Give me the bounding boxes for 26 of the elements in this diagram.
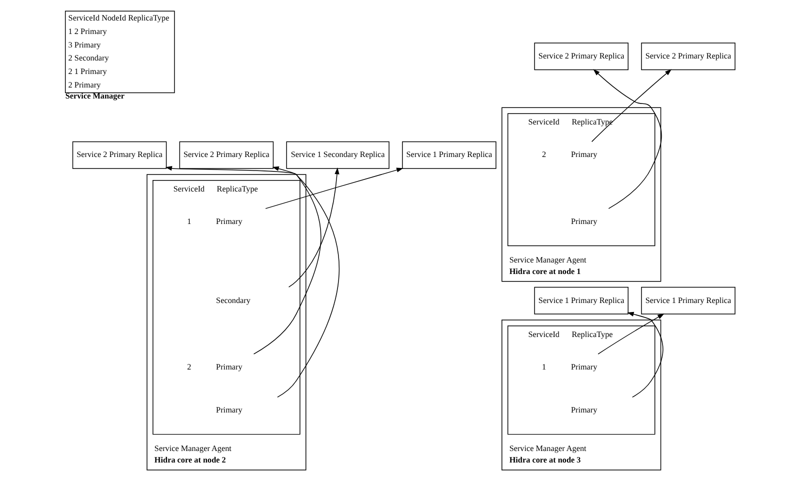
node-text: Secondary xyxy=(216,296,250,305)
arrow xyxy=(288,168,339,288)
arrow xyxy=(264,168,403,209)
node-text: Primary xyxy=(570,406,597,415)
node-text: 2 Primary xyxy=(541,150,597,160)
node-box: Service 2 Primary Replica xyxy=(178,141,274,169)
node-box: ServiceId NodeId ReplicaType 1 2 Primary 3 Primary 2 Secondary 2 1 Primary 2 Primary xyxy=(64,10,174,94)
node-text: 2 Primary xyxy=(186,362,242,372)
node-text: 1 Primary xyxy=(541,362,597,372)
node-box: Service 1 Primary Replica xyxy=(402,141,496,169)
node-box: Service 1 Primary Replica xyxy=(640,286,735,314)
node-box: Service 1 Primary Replica xyxy=(534,286,628,314)
node-text: Primary xyxy=(570,217,597,226)
node-text: 1 Primary xyxy=(186,217,242,226)
node-box: Service 2 Primary Replica xyxy=(534,42,628,70)
arrow xyxy=(164,166,339,398)
node-label: Service Manager xyxy=(64,92,124,101)
node-box: Service 1 Secondary Replica xyxy=(286,141,389,169)
node-box: Service 2 Primary Replica xyxy=(640,42,735,70)
arrow xyxy=(626,312,663,398)
arrow xyxy=(597,314,664,354)
node-box: Service 2 Primary Replica xyxy=(72,141,166,169)
arrow xyxy=(252,166,321,354)
arrow xyxy=(592,69,662,209)
node-text: Primary xyxy=(216,406,242,415)
arrow xyxy=(590,69,672,142)
